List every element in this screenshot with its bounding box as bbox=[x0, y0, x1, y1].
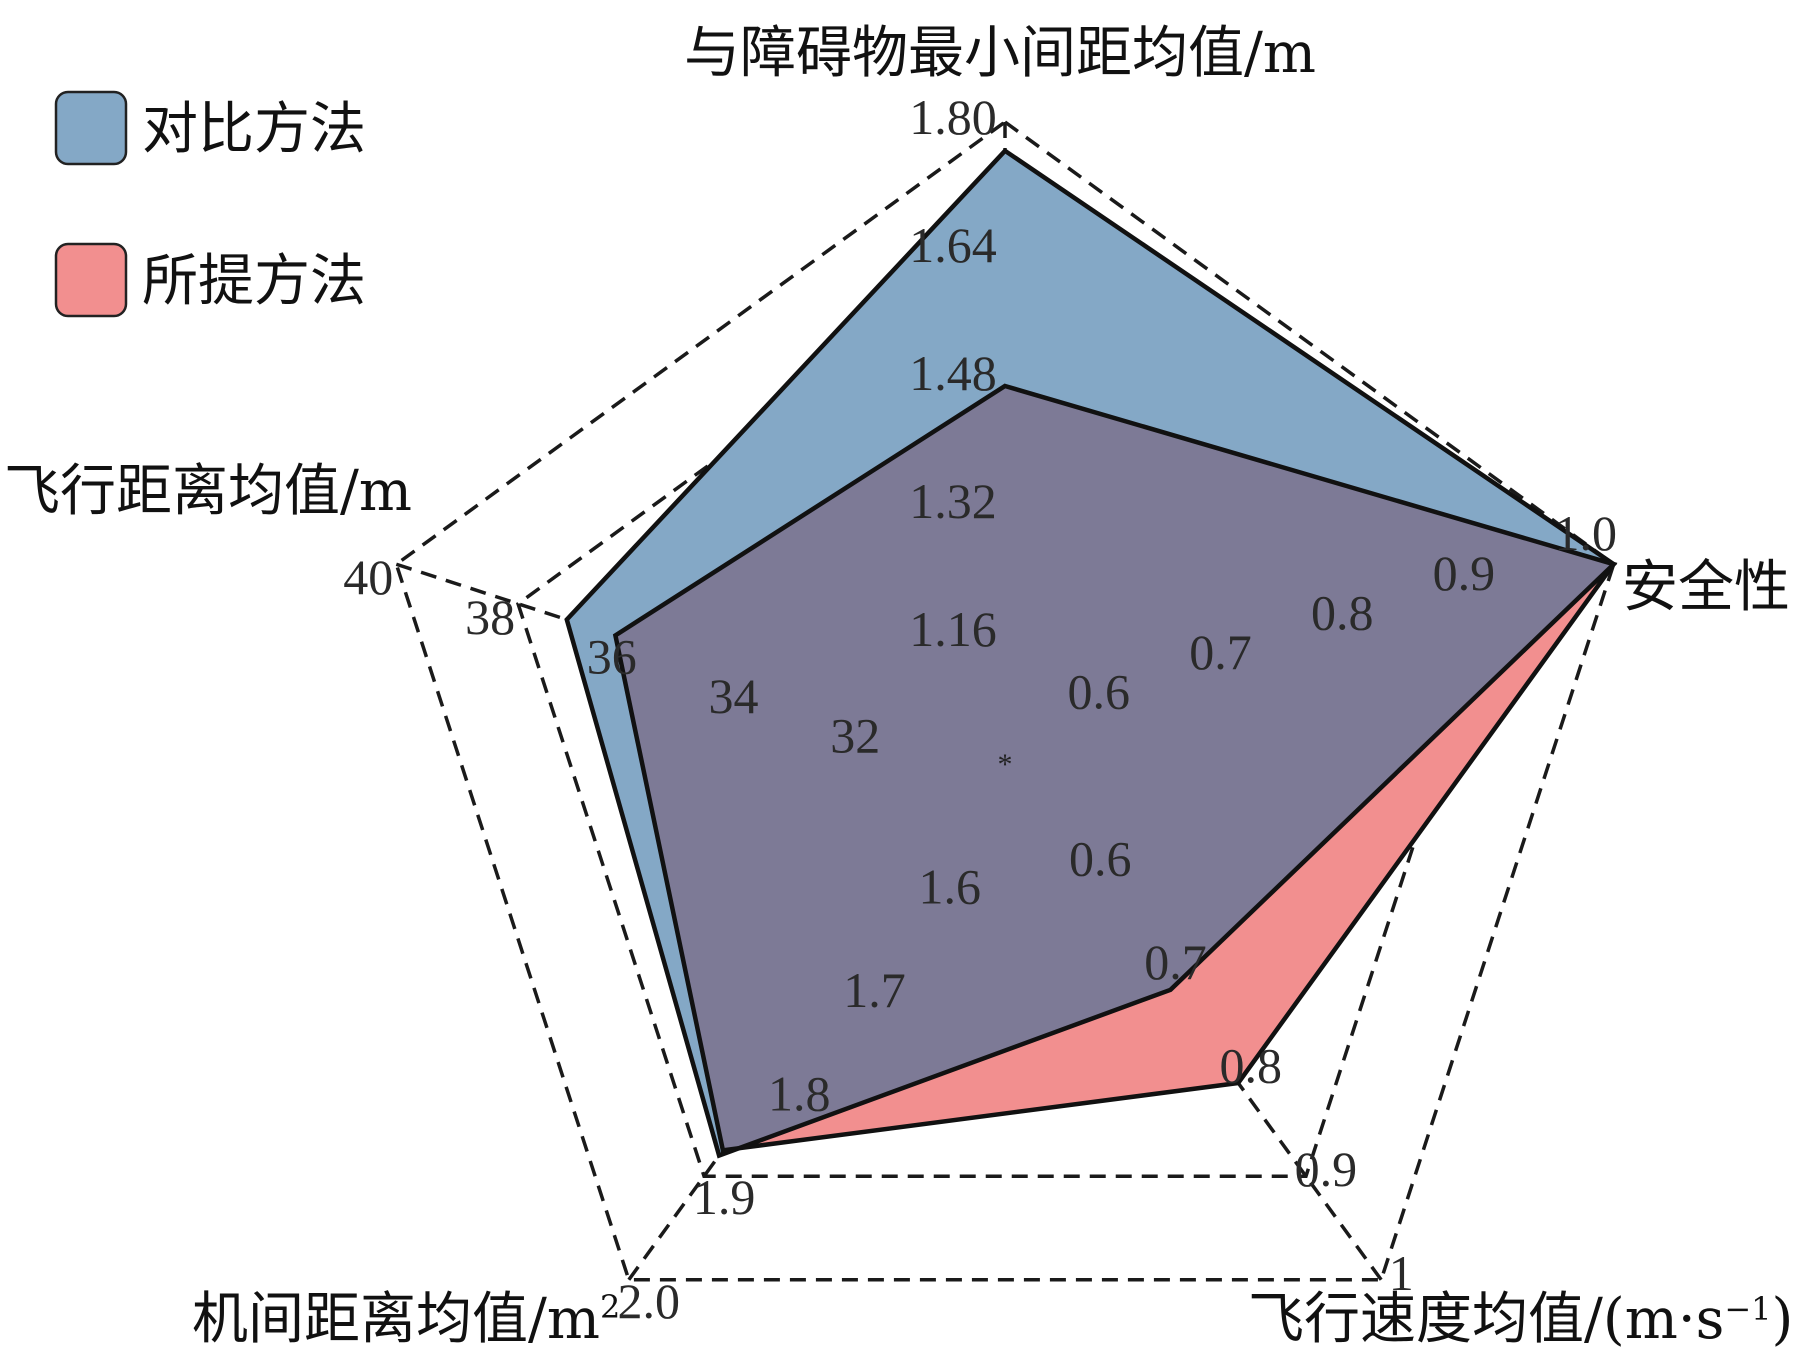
axis-title-inter-uav-distance-base: 机间距离均值/m bbox=[192, 1287, 600, 1352]
tick-label-axis5-1: 32 bbox=[830, 707, 880, 763]
tick-label-axis4-4: 1.9 bbox=[693, 1169, 756, 1225]
tick-label-axis1-5: 1.80 bbox=[909, 89, 997, 145]
axis-title-flight-speed-close: ) bbox=[1772, 1287, 1794, 1352]
axis-title-flight-distance: 飞行距离均值/m bbox=[4, 459, 412, 524]
axis-title-safety: 安全性 bbox=[1622, 555, 1790, 620]
tick-label-axis2-1: 0.6 bbox=[1067, 663, 1130, 719]
tick-label-axis5-4: 38 bbox=[465, 589, 515, 645]
tick-label-axis4-3: 1.8 bbox=[768, 1066, 831, 1122]
tick-label-axis3-3: 0.8 bbox=[1219, 1038, 1282, 1094]
radar-tick-labels: 1.161.321.481.641.800.60.70.80.91.00.60.… bbox=[343, 89, 1617, 1329]
legend-label-baseline: 对比方法 bbox=[142, 97, 366, 162]
series-overlap-area bbox=[615, 386, 1614, 1151]
series-outline-proposed bbox=[612, 383, 1618, 1153]
tick-label-axis2-5: 1.0 bbox=[1554, 505, 1617, 561]
series-outline-baseline bbox=[564, 147, 1618, 1159]
legend-label-proposed: 所提方法 bbox=[142, 249, 366, 314]
tick-label-axis3-4: 0.9 bbox=[1295, 1141, 1358, 1197]
axis-title-flight-speed-base: 飞行速度均值/(m·s bbox=[1248, 1287, 1724, 1352]
axis-title-inter-uav-distance: 机间距离均值/m2 bbox=[192, 1287, 620, 1352]
tick-label-axis1-3: 1.48 bbox=[909, 345, 997, 401]
axis-title-flight-speed-sup: −1 bbox=[1724, 1290, 1771, 1328]
legend: 对比方法 所提方法 bbox=[54, 90, 366, 318]
grid-ring-5 bbox=[394, 119, 1616, 1282]
tick-label-axis4-1: 1.6 bbox=[919, 859, 982, 915]
legend-swatch-proposed bbox=[54, 242, 128, 318]
tick-label-axis5-2: 34 bbox=[709, 668, 759, 724]
tick-label-axis5-3: 36 bbox=[587, 628, 637, 684]
radar-series: * bbox=[564, 147, 1618, 1159]
tick-label-axis2-3: 0.8 bbox=[1311, 584, 1374, 640]
axis-title-min-obstacle-distance: 与障碍物最小间距均值/m bbox=[684, 21, 1316, 86]
tick-label-axis1-1: 1.16 bbox=[909, 601, 997, 657]
legend-swatch-baseline bbox=[54, 90, 128, 166]
axis-title-inter-uav-distance-sup: 2 bbox=[600, 1288, 620, 1326]
tick-label-axis2-2: 0.7 bbox=[1189, 624, 1252, 680]
tick-label-axis3-5: 1 bbox=[1389, 1245, 1414, 1301]
tick-label-axis4-2: 1.7 bbox=[843, 962, 906, 1018]
tick-label-axis2-4: 0.9 bbox=[1433, 545, 1496, 601]
radar-axis-titles: 与障碍物最小间距均值/m 安全性 飞行速度均值/(m·s−1) 机间距离均值/m… bbox=[4, 21, 1793, 1352]
tick-label-axis1-2: 1.32 bbox=[909, 473, 997, 529]
axis-title-flight-speed: 飞行速度均值/(m·s−1) bbox=[1248, 1287, 1793, 1352]
tick-label-axis5-5: 40 bbox=[343, 549, 393, 605]
tick-label-axis1-4: 1.64 bbox=[909, 217, 997, 273]
tick-label-axis4-5: 2.0 bbox=[618, 1273, 681, 1329]
tick-label-axis3-2: 0.7 bbox=[1144, 934, 1207, 990]
tick-label-axis3-1: 0.6 bbox=[1069, 831, 1132, 887]
center-star-icon: * bbox=[998, 748, 1013, 781]
